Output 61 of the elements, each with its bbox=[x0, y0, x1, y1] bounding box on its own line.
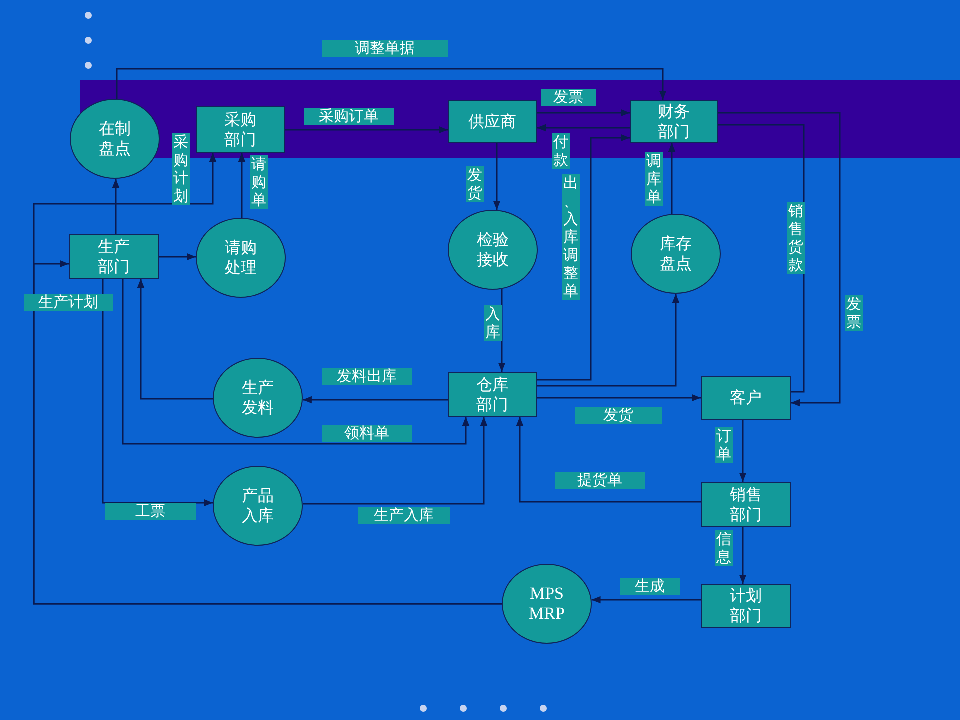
edge-label: 信息 bbox=[715, 530, 733, 566]
arrow bbox=[112, 179, 120, 234]
department-box: 客户 bbox=[701, 376, 791, 420]
arrow bbox=[285, 126, 448, 134]
arrow bbox=[238, 153, 246, 218]
arrow bbox=[516, 417, 701, 503]
arrow bbox=[537, 294, 680, 387]
process-ellipse: 生产发料 bbox=[213, 358, 303, 438]
arrow bbox=[493, 143, 501, 210]
arrow bbox=[537, 134, 630, 381]
department-box: 仓库部门 bbox=[448, 372, 537, 417]
arrow bbox=[498, 289, 506, 372]
edge-label: 生产计划 bbox=[24, 294, 113, 311]
edge-label: 生产入库 bbox=[358, 507, 450, 524]
arrow bbox=[537, 109, 630, 117]
arrow bbox=[102, 279, 214, 507]
edge-label: 订单 bbox=[715, 427, 733, 463]
edge-label: 发货 bbox=[466, 166, 484, 202]
edge-label: 销售货款 bbox=[787, 202, 805, 274]
process-ellipse: 在制盘点 bbox=[70, 99, 160, 179]
arrow bbox=[137, 279, 214, 400]
process-ellipse: 库存盘点 bbox=[631, 214, 721, 294]
arrow bbox=[739, 527, 747, 584]
department-box: 财务部门 bbox=[630, 100, 718, 143]
edge-label: 发票 bbox=[541, 89, 596, 106]
department-box: 计划部门 bbox=[701, 584, 791, 628]
edge-label: 请购单 bbox=[250, 155, 268, 209]
arrow bbox=[159, 253, 196, 261]
department-box: 生产部门 bbox=[69, 234, 159, 279]
process-ellipse: MPS MRP bbox=[502, 564, 592, 644]
process-ellipse: 检验接收 bbox=[448, 210, 538, 290]
arrow bbox=[302, 396, 448, 404]
arrow bbox=[302, 417, 488, 505]
edge-label: 调库单 bbox=[645, 152, 663, 206]
arrow bbox=[537, 394, 701, 402]
arrow bbox=[116, 68, 667, 100]
edge-label: 生成 bbox=[620, 578, 680, 595]
edge-label: 入库 bbox=[484, 305, 502, 341]
edge-label: 提货单 bbox=[555, 472, 645, 489]
department-box: 供应商 bbox=[448, 100, 537, 143]
department-box: 销售部门 bbox=[701, 482, 791, 527]
department-box: 采购部门 bbox=[196, 106, 285, 153]
arrow bbox=[668, 143, 676, 214]
edge-label: 发料出库 bbox=[322, 368, 412, 385]
arrow bbox=[33, 153, 502, 605]
edge-label: 领料单 bbox=[322, 425, 412, 442]
edge-label: 工票 bbox=[105, 503, 196, 520]
edge-label: 发货 bbox=[575, 407, 662, 424]
edge-label: 调整单据 bbox=[322, 40, 448, 57]
arrow bbox=[537, 124, 630, 132]
arrow bbox=[592, 596, 701, 604]
arrow bbox=[718, 112, 841, 407]
edge-label: 发票 bbox=[845, 295, 863, 331]
edge-label: 采购计划 bbox=[172, 133, 190, 205]
edge-label: 付款 bbox=[552, 133, 570, 169]
process-ellipse: 产品入库 bbox=[213, 466, 303, 546]
arrow bbox=[739, 420, 747, 482]
arrow bbox=[122, 279, 470, 445]
edge-label: 出、入库调整单 bbox=[562, 174, 580, 300]
edge-label: 采购订单 bbox=[304, 108, 394, 125]
process-ellipse: 请购处理 bbox=[196, 218, 286, 298]
